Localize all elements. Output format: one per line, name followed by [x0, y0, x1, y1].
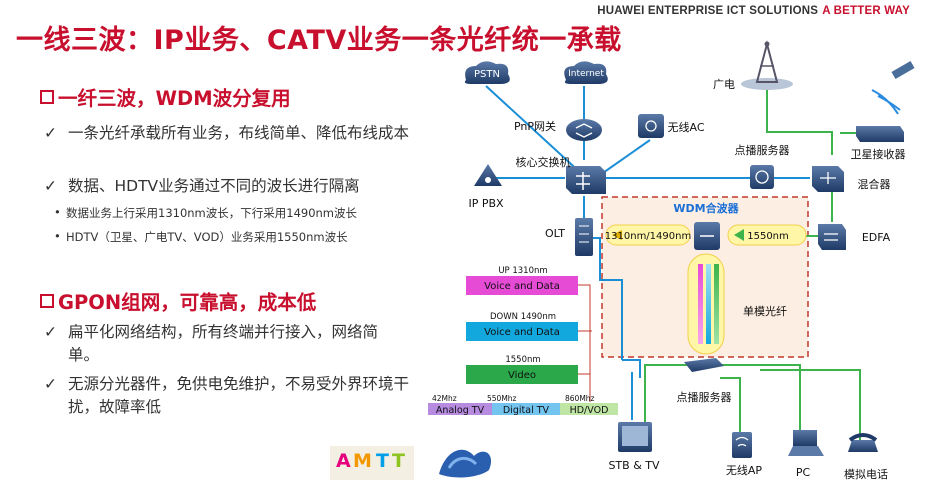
olt-icon: [575, 218, 593, 256]
mixer-label: 混合器: [858, 177, 891, 191]
satellite-receiver-label: 卫星接收器: [851, 147, 906, 161]
broadcast-label: 广电: [713, 78, 735, 91]
server-icon: [750, 165, 774, 189]
pc-label: PC: [796, 466, 811, 479]
router-icon: [566, 119, 602, 141]
bullet-item: ✓ 数据、HDTV业务通过不同的波长进行隔离: [44, 175, 424, 198]
ip-pbx-icon: [474, 164, 502, 186]
brand-name: HUAWEI ENTERPRISE ICT SOLUTIONS: [597, 5, 819, 17]
video-wave-bar: [714, 264, 719, 344]
partner-logo: [439, 449, 492, 478]
stb-tv-icon: [618, 422, 652, 452]
checkbox-square-icon: [40, 89, 54, 104]
wave-data-capsule: [605, 224, 691, 246]
arrow-left-icon: [734, 229, 744, 241]
spectrum-legend: UP 1310nm Voice and Data DOWN 1490nm Voi…: [428, 266, 618, 416]
pnp-gateway-label: PnP网关: [514, 119, 556, 133]
mixer-icon: [812, 166, 844, 192]
wireless-ac-icon: [638, 114, 664, 138]
section-title-gpon: GPON组网，可靠高，成本低: [40, 286, 316, 315]
up-wave-bar: [698, 264, 703, 344]
bullet-item: ✓ 扁平化网络结构，所有终端并行接入，网络简单。: [44, 321, 404, 367]
bullet-text: 扁平化网络结构，所有终端并行接入，网络简单。: [68, 323, 379, 364]
wave-data-label: 1310nm/1490nm: [605, 231, 691, 242]
checkmark-icon: ✓: [44, 177, 57, 195]
core-switch-icon: [566, 166, 606, 194]
freq-label: 550Mhz: [487, 394, 517, 403]
freq-label: 42Mhz: [432, 394, 457, 403]
sub-bullet: 数据业务上行采用1310nm波长，下行采用1490nm波长: [54, 205, 357, 221]
olt-label: OLT: [545, 227, 565, 240]
bullet-item: ✓ 无源分光器件，免供电免维护，不易受外界环境干扰，故障率低: [44, 373, 412, 419]
wave-video-label: 1550nm: [747, 231, 789, 242]
vod-server-bottom-label: 点播服务器: [677, 390, 732, 404]
down-wavelength-label: DOWN 1490nm: [490, 312, 556, 322]
single-mode-fiber-label: 单模光纤: [743, 304, 787, 318]
hd-vod-label: HD/VOD: [570, 405, 609, 416]
wireless-ac-label: 无线AC: [667, 120, 704, 134]
bullet-text: 数据、HDTV业务通过不同的波长进行隔离: [68, 177, 360, 195]
video-band-label: Video: [508, 370, 536, 381]
satellite-icon: [871, 61, 915, 115]
bullet-item: ✓ 一条光纤承载所有业务，布线简单、降低布线成本: [44, 122, 409, 145]
down-band-label: Voice and Data: [484, 327, 560, 338]
analog-tv-label: Analog TV: [436, 405, 485, 416]
wdm-combiner-label: WDM合波器: [673, 201, 739, 215]
down-band: [466, 322, 578, 341]
arrow-left-icon: [612, 230, 622, 240]
wdm-combiner-icon: [694, 222, 720, 250]
bullet-text: 无源分光器件，免供电免维护，不易受外界环境干扰，故障率低: [68, 375, 410, 416]
wave-video-capsule: [727, 224, 807, 246]
satellite-receiver-icon: [856, 126, 904, 142]
pstn-label: PSTN: [474, 69, 500, 80]
down-wave-bar: [706, 264, 711, 344]
splitter-icon: [684, 358, 724, 372]
stb-tv-label: STB & TV: [608, 459, 660, 472]
page-title: 一线三波：IP业务、CATV业务一条光纤统一承载: [16, 25, 622, 56]
data-links: [485, 85, 810, 378]
checkmark-icon: ✓: [44, 124, 57, 142]
checkmark-icon: ✓: [44, 323, 57, 341]
analog-phone-label: 模拟电话: [844, 467, 888, 480]
video-wavelength-label: 1550nm: [505, 355, 540, 365]
section-title-text: 一纤三波，WDM波分复用: [58, 87, 291, 110]
wireless-ap-label: 无线AP: [726, 463, 763, 477]
broadcast-tower-icon: [741, 40, 793, 90]
internet-cloud-icon: Internet: [564, 61, 608, 84]
up-band-label: Voice and Data: [484, 281, 560, 292]
section-title-text: GPON组网，可靠高，成本低: [58, 291, 317, 314]
edfa-icon: [818, 224, 846, 250]
internet-label: Internet: [568, 69, 604, 79]
checkmark-icon: ✓: [44, 375, 57, 393]
digital-tv-band: [492, 403, 560, 415]
vod-server-top-label: 点播服务器: [735, 143, 790, 157]
sub-bullet: HDTV（卫星、广电TV、VOD）业务采用1550nm波长: [54, 229, 348, 245]
wireless-ap-icon: [732, 432, 752, 458]
freq-label: 860Mhz: [565, 394, 595, 403]
section-title-wdm: 一纤三波，WDM波分复用: [40, 82, 291, 111]
up-wavelength-label: UP 1310nm: [498, 266, 547, 276]
analog-tv-band: [428, 403, 492, 415]
checkbox-square-icon: [40, 293, 54, 308]
pstn-cloud-icon: PSTN: [464, 61, 510, 84]
ip-pbx-label: IP PBX: [468, 197, 504, 210]
core-switch-label: 核心交换机: [516, 155, 571, 169]
video-band: [466, 365, 578, 384]
phone-icon: [848, 433, 878, 452]
edfa-label: EDFA: [862, 231, 891, 244]
digital-tv-label: Digital TV: [503, 405, 550, 416]
pc-icon: [788, 430, 824, 456]
hd-vod-band: [560, 403, 618, 415]
brand-tagline: A BETTER WAY: [822, 5, 910, 17]
bullet-text: 一条光纤承载所有业务，布线简单、降低布线成本: [68, 124, 410, 142]
up-band: [466, 276, 578, 295]
